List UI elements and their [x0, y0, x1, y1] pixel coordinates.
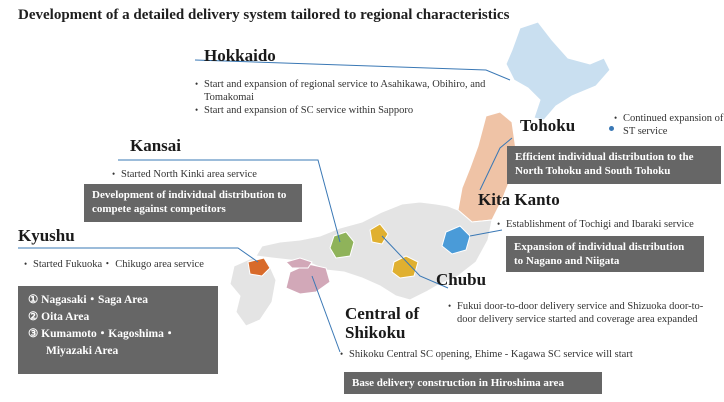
kyushu-area: Miyazaki Area [46, 345, 119, 357]
shikoku-name-line1: Central of [345, 304, 420, 323]
kita-kanto-box: Expansion of individual distribution to … [506, 236, 704, 272]
kansai-item: Started North Kinki area service [112, 168, 352, 181]
kyushu-area: ① Nagasaki・Saga Area [28, 294, 148, 306]
kita-kanto-description: Establishment of Tochigi and Ibaraki ser… [497, 218, 724, 231]
kyushu-area: ② Oita Area [28, 311, 90, 323]
chubu-description: Fukui door-to-door delivery service and … [448, 300, 718, 326]
tohoku-dot [609, 126, 614, 131]
hokkaido-item: Start and expansion of regional service … [195, 78, 495, 104]
tohoku-item: Continued expansion of ST service [614, 112, 724, 138]
kita-kanto-shape [441, 225, 471, 255]
region-tohoku-name: Tohoku [520, 116, 576, 135]
page-title: Development of a detailed delivery syste… [18, 7, 510, 23]
kansai-description: Started North Kinki area service [112, 168, 352, 181]
tohoku-box: Efficient individual distribution to the… [507, 146, 721, 184]
chugoku-shape [285, 257, 313, 269]
region-chubu-name: Chubu [436, 270, 487, 289]
shikoku-name-line2: Shikoku [345, 323, 406, 342]
shikoku-box: Base delivery construction in Hiroshima … [344, 372, 602, 394]
tohoku-description: Continued expansion of ST service [614, 112, 724, 138]
region-hokkaido-name: Hokkaido [204, 46, 276, 65]
chubu-leader [381, 235, 449, 289]
kyushu-item: Started Fukuoka・ Chikugo area service [24, 258, 264, 271]
region-kyushu-name: Kyushu [18, 226, 75, 245]
hokkaido-leader [194, 59, 511, 81]
region-kita-kanto-name: Kita Kanto [478, 190, 560, 209]
region-shikoku-name: Central of Shikoku [345, 304, 419, 342]
kansai-box: Development of individual distribution t… [84, 184, 302, 222]
shikoku-item: Shikoku Central SC opening, Ehime - Kaga… [340, 348, 724, 361]
shikoku-leader [311, 275, 341, 353]
kyushu-areas-box: ① Nagasaki・Saga Area ② Oita Area ③ Kumam… [18, 286, 218, 374]
hokkaido-item: Start and expansion of SC service within… [195, 104, 495, 117]
chubu-shape-south [391, 255, 419, 279]
kita-kanto-leader [469, 229, 503, 237]
shikoku-shape [285, 263, 331, 295]
hokkaido-shape [505, 21, 611, 121]
chubu-item: Fukui door-to-door delivery service and … [448, 300, 718, 326]
kyushu-description: Started Fukuoka・ Chikugo area service [24, 258, 264, 271]
region-kansai-name: Kansai [130, 136, 182, 155]
kansai-leader [118, 159, 341, 243]
tohoku-leader [479, 137, 513, 191]
kansai-shape [329, 231, 355, 259]
kita-kanto-item: Establishment of Tochigi and Ibaraki ser… [497, 218, 724, 231]
kyushu-area: ③ Kumamoto・Kagoshima・ [28, 328, 176, 340]
hokkaido-description: Start and expansion of regional service … [195, 78, 495, 117]
shikoku-description: Shikoku Central SC opening, Ehime - Kaga… [340, 348, 724, 361]
